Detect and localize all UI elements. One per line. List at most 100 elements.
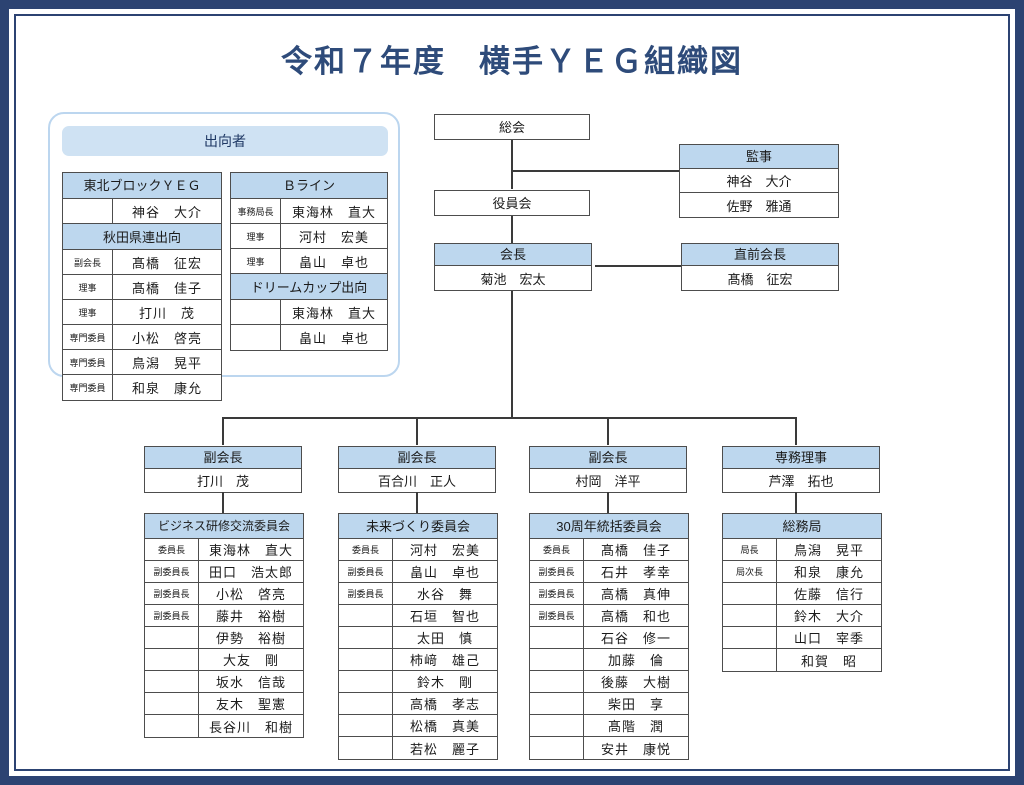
row-name: 東海林 直大 bbox=[291, 305, 376, 321]
table-row: 局長 鳥潟 晃平 bbox=[723, 539, 881, 561]
general-meeting-label: 総会 bbox=[435, 115, 589, 139]
row-label bbox=[339, 627, 393, 648]
row-name: 髙橋 佳子 bbox=[600, 543, 671, 558]
row-name: 東海林 直大 bbox=[291, 204, 376, 220]
row-name: 水谷 舞 bbox=[416, 587, 473, 602]
row-label: 委員長 bbox=[530, 539, 584, 560]
row-label bbox=[723, 627, 777, 648]
row-label bbox=[339, 693, 393, 714]
b-line-header: Ｂライン bbox=[231, 173, 387, 199]
row-name: 山口 宰季 bbox=[793, 631, 864, 646]
row-label bbox=[145, 693, 199, 714]
table-row: 専門委員 和泉 康允 bbox=[63, 375, 221, 400]
table-row: 大友 剛 bbox=[145, 649, 303, 671]
row-label bbox=[145, 715, 199, 737]
table-row: 事務局長 東海林 直大 bbox=[231, 199, 387, 224]
node-auditor: 監事 神谷 大介 佐野 雅通 bbox=[679, 144, 839, 218]
row-name: 佐野 雅通 bbox=[726, 198, 792, 214]
tohoku-block-yeg-header: 東北ブロックＹＥＧ bbox=[63, 173, 221, 199]
row-name: 小松 啓亮 bbox=[215, 587, 286, 602]
row-name: 髙橋 征宏 bbox=[727, 271, 793, 287]
row-label: 副委員長 bbox=[145, 561, 199, 582]
row-label bbox=[339, 605, 393, 626]
row-label bbox=[530, 693, 584, 714]
table-row: 理事 河村 宏美 bbox=[231, 224, 387, 249]
row-label: 副委員長 bbox=[145, 605, 199, 626]
table-row: 柿﨑 雄己 bbox=[339, 649, 497, 671]
table-row: 副委員長 小松 啓亮 bbox=[145, 583, 303, 605]
table-row: 局次長 和泉 康允 bbox=[723, 561, 881, 583]
node-officer-col-4: 専務理事 芦澤 拓也 bbox=[722, 446, 880, 493]
row-label: 委員長 bbox=[339, 539, 393, 560]
row-name: 神谷 大介 bbox=[131, 204, 202, 220]
connector-branch-col-1 bbox=[222, 417, 224, 445]
table-row: 副委員長 水谷 舞 bbox=[339, 583, 497, 605]
table-row: 村岡 洋平 bbox=[530, 469, 686, 492]
table-row: 専門委員 鳥潟 晃平 bbox=[63, 350, 221, 375]
table-row: 副委員長 高橋 和也 bbox=[530, 605, 688, 627]
officer-name-col-3: 村岡 洋平 bbox=[575, 474, 641, 489]
table-row: 副会長 髙橋 征宏 bbox=[63, 250, 221, 275]
table-row: 理事 畠山 卓也 bbox=[231, 249, 387, 274]
table-row: 菊池 宏太 bbox=[435, 266, 591, 290]
connector-distribution-bar bbox=[222, 417, 795, 419]
table-row: 山口 宰季 bbox=[723, 627, 881, 649]
row-label bbox=[723, 649, 777, 671]
officer-name-col-1: 打川 茂 bbox=[196, 474, 249, 489]
row-label: 副委員長 bbox=[530, 561, 584, 582]
table-row: 髙橋 征宏 bbox=[682, 266, 838, 290]
row-label bbox=[530, 649, 584, 670]
dispatch-panel-title: 出向者 bbox=[62, 126, 388, 156]
connector-officer-to-unit-col-3 bbox=[607, 492, 609, 513]
connector-branch-col-2 bbox=[416, 417, 418, 445]
connector-officer-to-unit-col-4 bbox=[795, 492, 797, 513]
node-officer-col-1: 副会長 打川 茂 bbox=[144, 446, 302, 493]
row-name: 畠山 卓也 bbox=[298, 254, 369, 270]
table-row: 和賀 昭 bbox=[723, 649, 881, 671]
table-row: 神谷 大介 bbox=[680, 169, 838, 193]
table-b-line: Ｂライン 事務局長 東海林 直大 理事 河村 宏美 理事 畠山 卓也 ドリームカ… bbox=[230, 172, 388, 351]
connector-board-to-auditor bbox=[511, 170, 679, 172]
table-row: 太田 慎 bbox=[339, 627, 497, 649]
row-label bbox=[63, 199, 113, 223]
row-name: 石井 孝幸 bbox=[600, 565, 671, 580]
table-row: 副委員長 畠山 卓也 bbox=[339, 561, 497, 583]
row-label bbox=[530, 737, 584, 759]
row-name: 安井 康悦 bbox=[600, 741, 671, 757]
officer-name-col-2: 百合川 正人 bbox=[377, 474, 456, 489]
row-name: 鳥潟 晃平 bbox=[131, 355, 202, 371]
row-label: 副会長 bbox=[63, 250, 113, 274]
row-name: 若松 麗子 bbox=[409, 741, 480, 757]
table-tohoku-block-yeg: 東北ブロックＹＥＧ 神谷 大介 秋田県連出向 副会長 髙橋 征宏 理事 髙橋 佳… bbox=[62, 172, 222, 401]
row-label bbox=[530, 671, 584, 692]
row-label bbox=[145, 671, 199, 692]
table-row: 鈴木 大介 bbox=[723, 605, 881, 627]
officer-header-col-3: 副会長 bbox=[530, 447, 686, 469]
row-name: 小松 啓亮 bbox=[131, 330, 202, 346]
row-label bbox=[339, 715, 393, 736]
akita-kenren-subheader: 秋田県連出向 bbox=[63, 224, 221, 250]
connector-officer-to-unit-col-1 bbox=[222, 492, 224, 513]
officer-header-col-1: 副会長 bbox=[145, 447, 301, 469]
connector-president-to-past-president bbox=[595, 265, 681, 267]
row-label: 局長 bbox=[723, 539, 777, 560]
row-name: 坂水 信哉 bbox=[215, 675, 286, 690]
table-row: 畠山 卓也 bbox=[231, 325, 387, 350]
row-name: 加藤 倫 bbox=[607, 653, 664, 668]
row-label: 専門委員 bbox=[63, 350, 113, 374]
row-name: 髙橋 征宏 bbox=[131, 255, 202, 271]
row-label: 副委員長 bbox=[530, 583, 584, 604]
table-row: 若松 麗子 bbox=[339, 737, 497, 759]
row-name: 田口 浩太郎 bbox=[208, 565, 293, 580]
table-row: 石谷 修一 bbox=[530, 627, 688, 649]
row-name: 大友 剛 bbox=[222, 653, 279, 668]
row-name: 和泉 康允 bbox=[793, 565, 864, 580]
row-name: 石垣 智也 bbox=[409, 609, 480, 624]
row-label: 専門委員 bbox=[63, 375, 113, 400]
row-name: 鈴木 剛 bbox=[416, 675, 473, 690]
table-row: 佐藤 信行 bbox=[723, 583, 881, 605]
row-label bbox=[723, 605, 777, 626]
table-row: 副委員長 田口 浩太郎 bbox=[145, 561, 303, 583]
row-name: 畠山 卓也 bbox=[409, 565, 480, 580]
